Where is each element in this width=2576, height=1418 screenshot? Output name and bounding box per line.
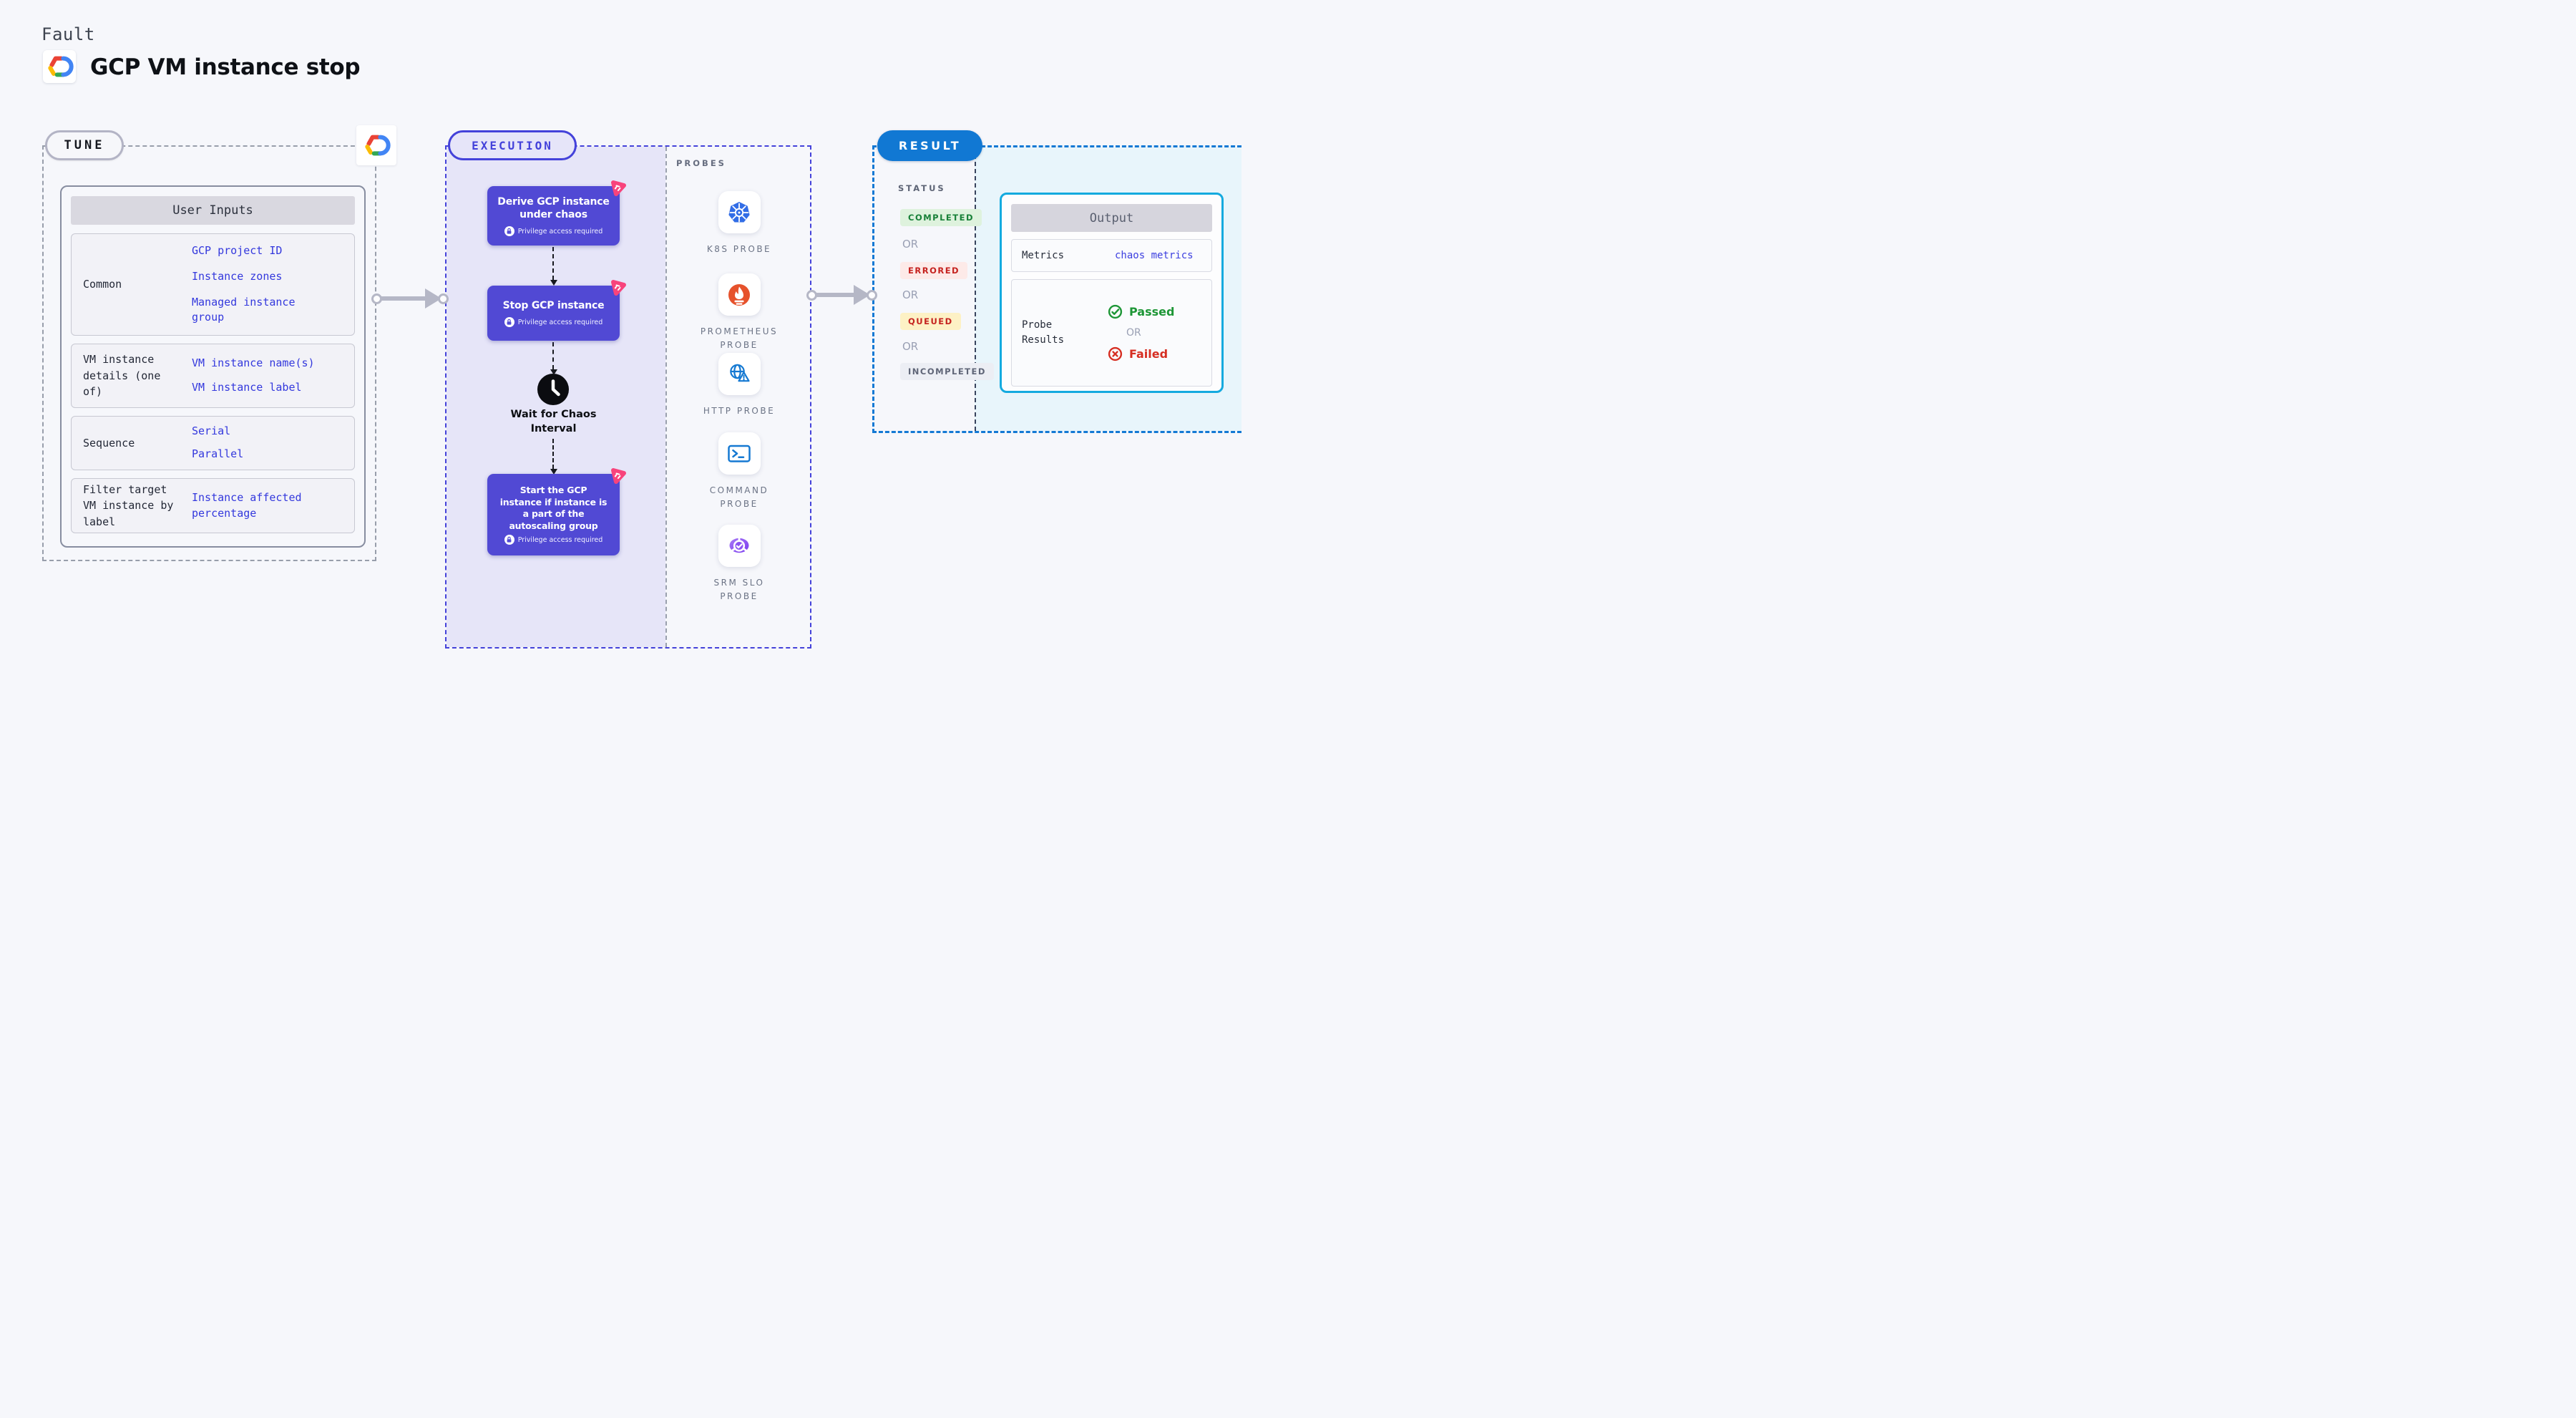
- or-label: OR: [902, 238, 919, 251]
- or-label: OR: [902, 340, 919, 353]
- status-badge-errored: ERRORED: [900, 262, 968, 279]
- flow-arrow-icon: [550, 247, 558, 286]
- gcp-corner-logo: [356, 125, 396, 165]
- metrics-value-link[interactable]: chaos metrics: [1115, 250, 1194, 261]
- probe-item: PROMETHEUS PROBE: [665, 273, 813, 351]
- probe-label: HTTP PROBE: [703, 406, 776, 416]
- check-circle-icon: [1108, 304, 1123, 319]
- gcp-logo: [43, 50, 76, 83]
- kubernetes-icon: [718, 191, 761, 233]
- failed-label: Failed: [1129, 347, 1169, 361]
- input-value-link[interactable]: Parallel: [192, 447, 244, 460]
- input-row-vm-details: VM instance details (one of) VM instance…: [71, 344, 355, 408]
- result-section: STATUS COMPLETED OR ERRORED OR QUEUED OR…: [872, 145, 1241, 433]
- arrow-end-dot: [867, 289, 877, 301]
- input-value-link[interactable]: Managed instance group: [192, 295, 296, 324]
- probes-label: PROBES: [676, 158, 726, 168]
- page-background: { "page": { "kicker": "Fault", "title": …: [0, 0, 1288, 709]
- or-label: OR: [902, 288, 919, 301]
- execution-probes-divider: [665, 147, 667, 647]
- globe-warning-icon: [718, 353, 761, 395]
- input-value-link[interactable]: GCP project ID: [192, 244, 283, 257]
- probe-label: COMMAND PROBE: [709, 485, 769, 509]
- fault-kicker: Fault: [42, 24, 95, 44]
- probe-item: SRM SLO PROBE: [665, 525, 813, 603]
- user-inputs-card: User Inputs Common GCP project ID Instan…: [60, 185, 366, 548]
- output-card: Output Metrics chaos metrics Probe Resul…: [1000, 193, 1224, 393]
- probe-label: PROMETHEUS PROBE: [700, 326, 779, 350]
- input-row-label: VM instance details (one of): [83, 353, 161, 399]
- gcp-cloud-icon: [48, 56, 74, 77]
- privilege-label: Privilege access required: [517, 227, 603, 235]
- probe-label: K8S PROBE: [706, 244, 772, 254]
- chaos-icon: [611, 180, 626, 196]
- lock-icon: [504, 226, 514, 237]
- step-title: Derive GCP instance under chaos: [497, 195, 610, 220]
- lock-icon: [504, 535, 514, 545]
- arrow-head: [425, 288, 441, 309]
- tune-section: [42, 145, 376, 561]
- execution-to-result-arrow: [806, 285, 877, 305]
- chaos-icon: [611, 468, 626, 484]
- step-title: Start the GCP instance if instance is a …: [499, 485, 608, 531]
- input-value-link[interactable]: Instance affected percentage: [192, 490, 302, 520]
- metrics-row: Metrics chaos metrics: [1011, 239, 1212, 272]
- status-badge-incompleted: INCOMPLETED: [900, 363, 994, 380]
- chaos-icon: [611, 280, 626, 296]
- gcp-cloud-icon: [365, 135, 391, 156]
- metrics-label: Metrics: [1022, 249, 1065, 261]
- step-start-gcp-instance: Start the GCP instance if instance is a …: [487, 468, 626, 555]
- step-title: Stop GCP instance: [502, 299, 605, 311]
- lock-icon: [504, 317, 514, 328]
- input-row-label: Filter target VM instance by label: [83, 482, 174, 528]
- probe-item: COMMAND PROBE: [665, 432, 813, 510]
- probe-item: HTTP PROBE: [665, 353, 813, 418]
- status-badge-queued: QUEUED: [900, 313, 961, 330]
- wait-for-chaos-interval-label: Wait for Chaos Interval: [510, 409, 597, 435]
- input-value-link[interactable]: Serial: [192, 424, 231, 438]
- flow-arrow-icon: [550, 342, 558, 375]
- input-row-filter: Filter target VM instance by label Insta…: [71, 478, 355, 533]
- passed-label: Passed: [1129, 305, 1175, 319]
- probe-label: SRM SLO PROBE: [713, 578, 765, 601]
- execution-section: Derive GCP instance under chaos Privileg…: [445, 145, 811, 649]
- probe-results-row: Probe Results Passed OR Failed: [1011, 279, 1212, 387]
- gauge-check-icon: [718, 525, 761, 567]
- or-label: OR: [1126, 327, 1141, 339]
- arrow-end-dot: [438, 293, 449, 304]
- input-row-sequence: Sequence Serial Parallel: [71, 416, 355, 470]
- probes-panel: PROBES K8S PROBE: [665, 147, 813, 647]
- probe-results-label: Probe Results: [1022, 319, 1065, 346]
- privilege-label: Privilege access required: [517, 535, 603, 544]
- tune-to-execution-arrow: [371, 288, 449, 309]
- input-row-common: Common GCP project ID Instance zones Man…: [71, 233, 355, 336]
- step-stop-gcp-instance: Stop GCP instance Privilege access requi…: [487, 280, 626, 341]
- terminal-icon: [718, 432, 761, 475]
- flow-arrow-icon: [550, 439, 558, 475]
- execution-badge: EXECUTION: [448, 130, 577, 160]
- input-value-link[interactable]: VM instance label: [192, 381, 302, 394]
- step-derive-gcp-instance: Derive GCP instance under chaos Privileg…: [487, 180, 626, 246]
- input-value-link[interactable]: VM instance name(s): [192, 356, 315, 370]
- probe-item: K8S PROBE: [665, 191, 813, 256]
- input-row-label: Common: [83, 278, 122, 291]
- arrow-shaft: [815, 293, 856, 297]
- result-badge: RESULT: [877, 130, 982, 161]
- privilege-label: Privilege access required: [517, 318, 603, 326]
- x-circle-icon: [1108, 346, 1123, 361]
- arrow-head: [854, 285, 870, 305]
- input-row-label: Sequence: [83, 436, 135, 450]
- output-header: Output: [1011, 204, 1212, 232]
- prometheus-icon: [718, 273, 761, 316]
- arrow-shaft: [380, 296, 427, 301]
- input-value-link[interactable]: Instance zones: [192, 269, 283, 283]
- tune-badge: TUNE: [45, 130, 124, 160]
- status-label: STATUS: [898, 183, 946, 193]
- page-title: GCP VM instance stop: [90, 54, 361, 80]
- status-badge-completed: COMPLETED: [900, 209, 982, 226]
- user-inputs-header: User Inputs: [71, 196, 355, 225]
- clock-icon: [537, 373, 570, 409]
